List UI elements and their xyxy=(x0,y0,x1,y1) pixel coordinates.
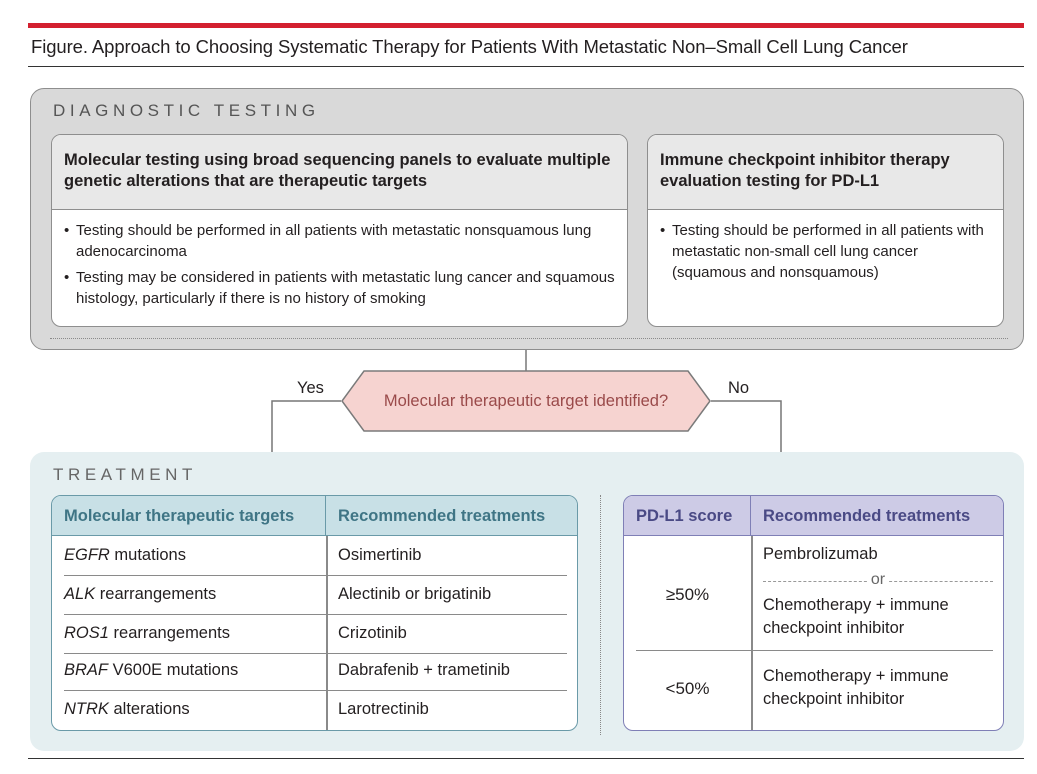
gene-name: NTRK xyxy=(64,700,109,718)
treatment-cell: Alectinib or brigatinib xyxy=(338,585,492,603)
immune-checkpoint-bullet: •Testing should be performed in all pati… xyxy=(660,222,984,281)
column-divider xyxy=(751,536,753,730)
figure-title: Figure. Approach to Choosing Systematic … xyxy=(31,36,908,57)
decision-shape xyxy=(341,370,711,432)
treatment-cell: Osimertinib xyxy=(338,546,422,564)
gene-name: ROS1 xyxy=(64,624,109,642)
target-cell: NTRK alterations xyxy=(64,690,190,729)
table-row: BRAF V600E mutations Dabrafenib + tramet… xyxy=(52,651,577,690)
column-header-treatments: Recommended treatments xyxy=(326,496,577,536)
pdl1-table: PD-L1 score Recommended treatments ≥50% … xyxy=(623,495,1004,731)
row-divider xyxy=(636,650,993,651)
top-rule xyxy=(28,23,1024,28)
alteration-type: mutations xyxy=(109,546,186,564)
pdl1-low-treatment: Chemotherapy + immune checkpoint inhibit… xyxy=(763,667,949,708)
column-header-targets: Molecular therapeutic targets xyxy=(52,496,326,536)
row-divider xyxy=(64,614,567,615)
target-cell: BRAF V600E mutations xyxy=(64,651,238,690)
table-row: ROS1 rearrangements Crizotinib xyxy=(52,614,577,653)
treatment-dotted-divider xyxy=(600,495,601,735)
row-divider xyxy=(64,690,567,691)
title-rule xyxy=(28,66,1024,67)
treatment-section-label: TREATMENT xyxy=(53,465,198,484)
target-cell: ROS1 rearrangements xyxy=(64,614,230,653)
pdl1-score-low: <50% xyxy=(665,679,710,698)
gene-name: ALK xyxy=(64,585,96,603)
molecular-testing-card: Molecular testing using broad sequencing… xyxy=(51,134,628,327)
immune-checkpoint-card: Immune checkpoint inhibitor therapy eval… xyxy=(647,134,1004,327)
molecular-testing-heading: Molecular testing using broad sequencing… xyxy=(52,135,627,210)
gene-name: EGFR xyxy=(64,546,110,564)
alteration-type: rearrangements xyxy=(108,624,230,642)
column-header-pdl1-score: PD-L1 score xyxy=(624,496,751,536)
molecular-targets-table: Molecular therapeutic targets Recommende… xyxy=(51,495,578,731)
treatment-cell: Dabrafenib + trametinib xyxy=(338,661,510,679)
target-cell: ALK rearrangements xyxy=(64,575,216,614)
bullet-text: Testing should be performed in all patie… xyxy=(76,222,592,260)
pdl1-score-high: ≥50% xyxy=(665,585,710,604)
pdl1-high-option-1: Pembrolizumab xyxy=(763,545,878,563)
decision-question: Molecular therapeutic target identified? xyxy=(383,392,669,410)
or-separator: or xyxy=(763,569,993,591)
table-row: ALK rearrangements Alectinib or brigatin… xyxy=(52,575,577,614)
alteration-type: rearrangements xyxy=(95,585,217,603)
bottom-rule xyxy=(28,758,1024,759)
or-label: or xyxy=(866,571,890,588)
diagnostic-dotted-divider xyxy=(50,338,1008,339)
molecular-testing-body: •Testing should be performed in all pati… xyxy=(52,210,627,309)
molecular-testing-bullet: •Testing should be performed in all pati… xyxy=(64,222,592,260)
bullet-text: Testing may be considered in patients wi… xyxy=(76,269,615,307)
alteration-type: V600E mutations xyxy=(108,661,239,679)
table-row: EGFR mutations Osimertinib xyxy=(52,536,577,575)
yes-label: Yes xyxy=(297,379,324,397)
target-cell: EGFR mutations xyxy=(64,536,186,575)
alteration-type: alterations xyxy=(108,700,190,718)
row-divider xyxy=(64,575,567,576)
bullet-text: Testing should be performed in all patie… xyxy=(672,222,984,281)
diagnostic-section-label: DIAGNOSTIC TESTING xyxy=(53,101,320,120)
column-header-treatments: Recommended treatments xyxy=(751,496,1003,536)
molecular-testing-bullet: •Testing may be considered in patients w… xyxy=(64,269,615,307)
treatment-cell: Larotrectinib xyxy=(338,700,429,718)
treatment-cell: Crizotinib xyxy=(338,624,407,642)
gene-name: BRAF xyxy=(64,661,109,679)
immune-checkpoint-body: •Testing should be performed in all pati… xyxy=(648,210,1003,283)
no-label: No xyxy=(728,379,750,397)
table-row: NTRK alterations Larotrectinib xyxy=(52,690,577,729)
pdl1-high-option-2: Chemotherapy + immune checkpoint inhibit… xyxy=(763,596,949,637)
decision-diamond xyxy=(341,370,711,432)
row-divider xyxy=(64,653,567,654)
immune-checkpoint-heading: Immune checkpoint inhibitor therapy eval… xyxy=(648,135,1003,210)
column-divider xyxy=(326,536,328,730)
